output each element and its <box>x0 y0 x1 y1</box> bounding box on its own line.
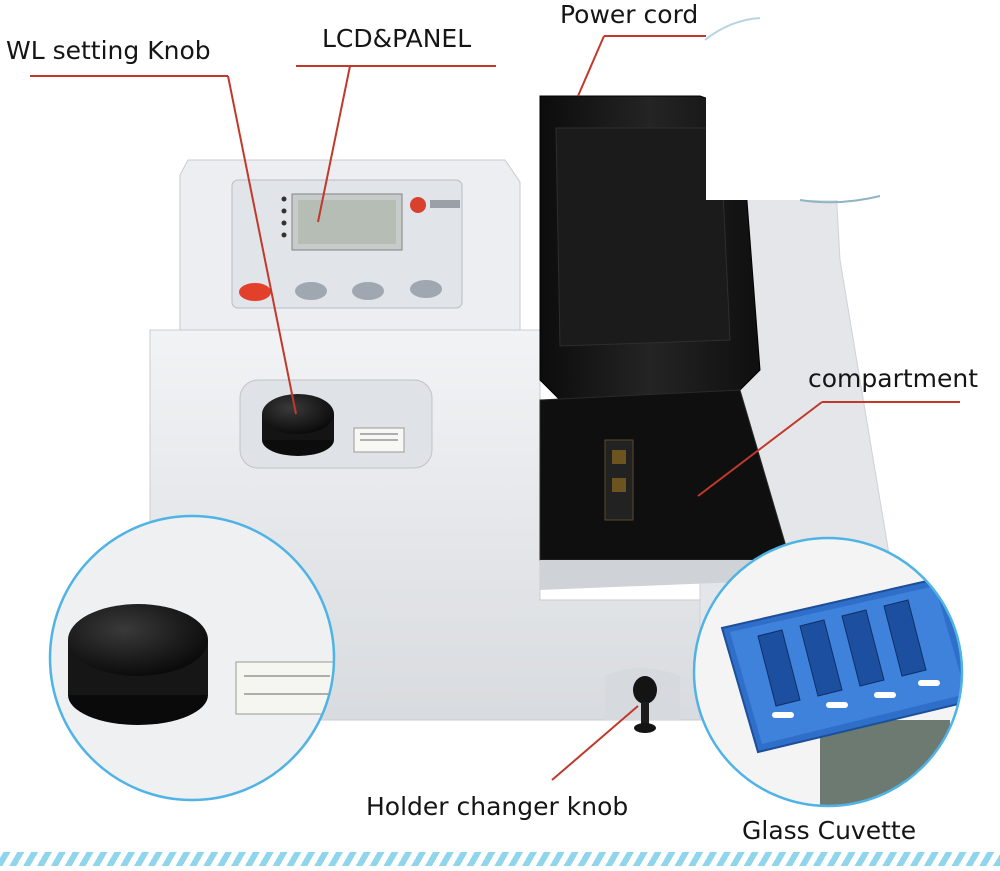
panel-button-4 <box>410 280 442 298</box>
holder-knob-leader <box>551 705 639 781</box>
overlay-panel <box>706 0 1000 200</box>
brand-logo <box>410 197 426 213</box>
mode-button <box>239 283 271 301</box>
compartment-label: compartment <box>808 364 979 393</box>
callout-lines <box>30 35 960 781</box>
power-cord-label: Power cord <box>560 0 699 29</box>
knob-zoom <box>68 604 208 676</box>
holder-changer-knob <box>633 676 657 704</box>
wl-knob-label: WL setting Knob <box>6 36 211 65</box>
knob-zoom-inset <box>50 516 334 800</box>
glass-cuvette-label: Glass Cuvette <box>742 816 917 845</box>
glass-cuvettes <box>757 599 927 707</box>
decorative-stripe <box>0 852 1000 866</box>
indicator-leds <box>281 196 287 238</box>
lcd-screen <box>298 200 396 244</box>
cuvette-zoom-inset <box>694 538 962 806</box>
panel-button-2 <box>295 282 327 300</box>
holder-knob-label: Holder changer knob <box>366 792 629 821</box>
panel-button-3 <box>352 282 384 300</box>
lcd-panel-label: LCD&PANEL <box>322 24 472 53</box>
wl-setting-knob <box>262 394 334 434</box>
